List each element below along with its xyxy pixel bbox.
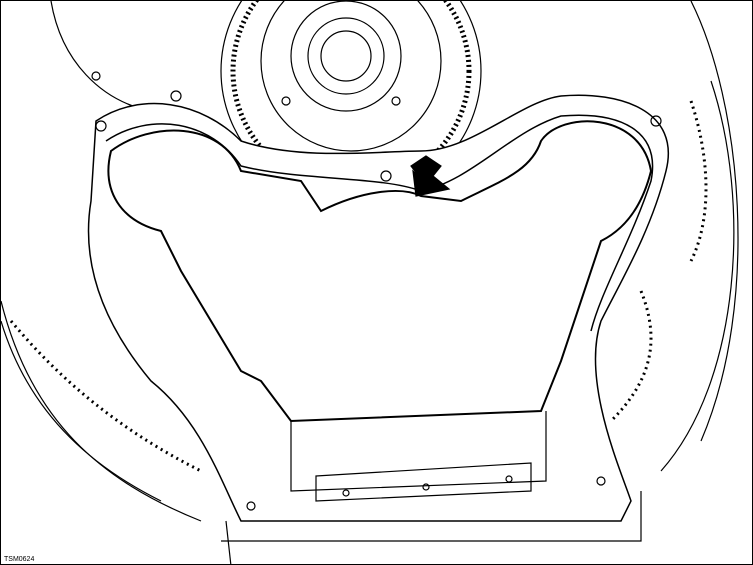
opening-outline [107,120,653,423]
figure-code: TSM0624 [4,556,35,563]
bolts [91,71,662,511]
crown-wheel-teeth [9,100,708,473]
lower-bracket [290,411,547,502]
lower-frame [221,491,642,564]
arrow-icon [410,155,451,197]
cover-gasket [87,94,669,522]
